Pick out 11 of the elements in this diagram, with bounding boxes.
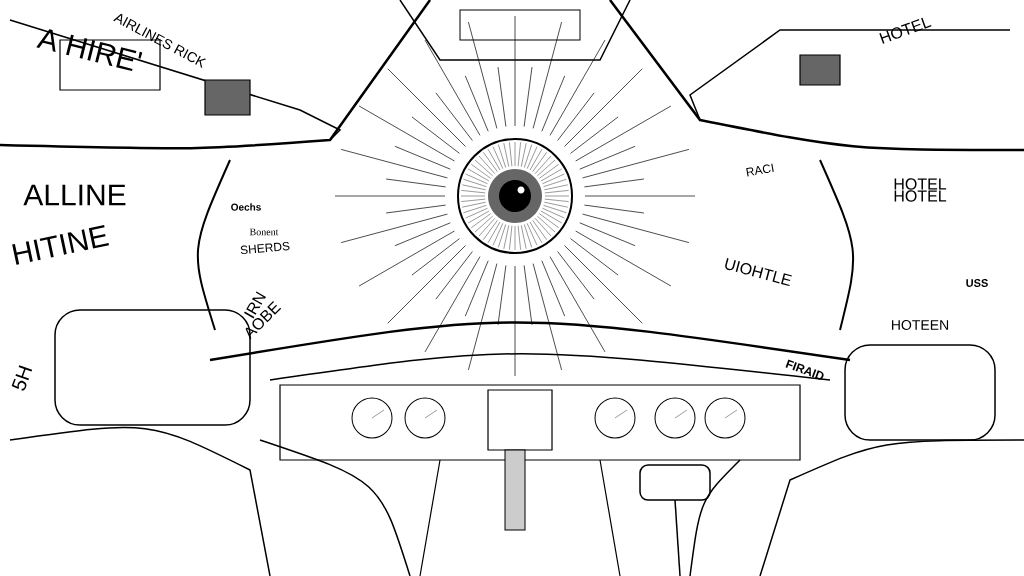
lettering: HOTEEN [892,320,949,330]
lettering: HITINE [12,225,109,265]
lettering: Oechs [231,203,261,211]
lettering: Bonent [249,228,279,236]
lettering: USS [966,279,988,287]
lettering: 5H [11,365,33,391]
lettering: ALLINE [23,184,126,206]
lettering: RACI [746,163,774,177]
lettering: HOTEL HOTEL [894,178,947,202]
lettering: HOTEL [879,17,932,44]
lettering: SHERDS [240,241,290,255]
